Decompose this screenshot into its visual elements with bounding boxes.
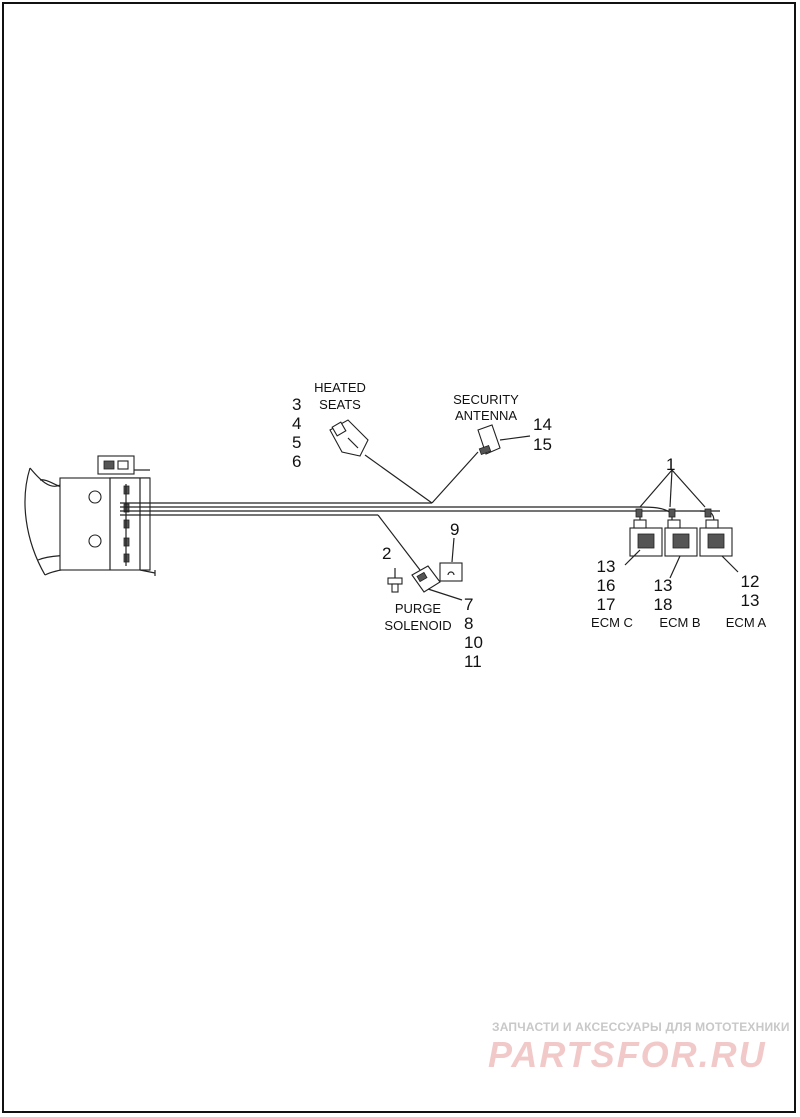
ecm-b-label: ECM B [659,615,700,630]
callout-2: 2 [382,544,391,563]
callout-12: 12 [741,572,760,591]
callout-17: 17 [597,595,616,614]
callout-8: 8 [464,614,473,633]
callout-3: 3 [292,395,301,414]
security-antenna-label-line2: ANTENNA [455,408,517,423]
watermark-caption: ЗАПЧАСТИ И АКСЕССУАРЫ ДЛЯ МОТОТЕХНИКИ [492,1020,790,1034]
leader-lines [624,469,739,579]
purge-connector-9 [439,537,463,582]
heated-seats-label-line2: SEATS [319,397,361,412]
frame-bracket [24,455,156,576]
heated-seats-label-line1: HEATED [314,380,366,395]
purge-solenoid-connector [411,565,463,601]
callout-5: 5 [292,433,301,452]
security-antenna-connector [477,424,531,456]
callout-ecm-c-13: 13 [597,557,616,576]
callout-ecm-a-13: 13 [741,591,760,610]
purge-solenoid-label-line1: PURGE [395,601,442,616]
plug-part [387,568,403,593]
callout-16: 16 [597,576,616,595]
callout-11: 11 [464,652,482,671]
callout-18: 18 [654,595,673,614]
callout-7: 7 [464,595,473,614]
callout-10: 10 [464,633,483,652]
main-harness [120,451,720,571]
callout-6: 6 [292,452,301,471]
ecm-c-label: ECM C [591,615,633,630]
ecm-a-label: ECM A [726,615,767,630]
callout-ecm-b-13: 13 [654,576,673,595]
purge-solenoid-label-line2: SOLENOID [384,618,451,633]
callout-14: 14 [533,415,552,434]
security-antenna-label-line1: SECURITY [453,392,519,407]
heated-seats-connector [329,419,369,457]
watermark-logo: PARTSFOR.RU [488,1034,767,1075]
callout-15: 15 [533,435,552,454]
ecm-modules [629,508,733,557]
callout-9: 9 [450,520,459,539]
callout-4: 4 [292,414,301,433]
callout-1: 1 [666,455,675,474]
